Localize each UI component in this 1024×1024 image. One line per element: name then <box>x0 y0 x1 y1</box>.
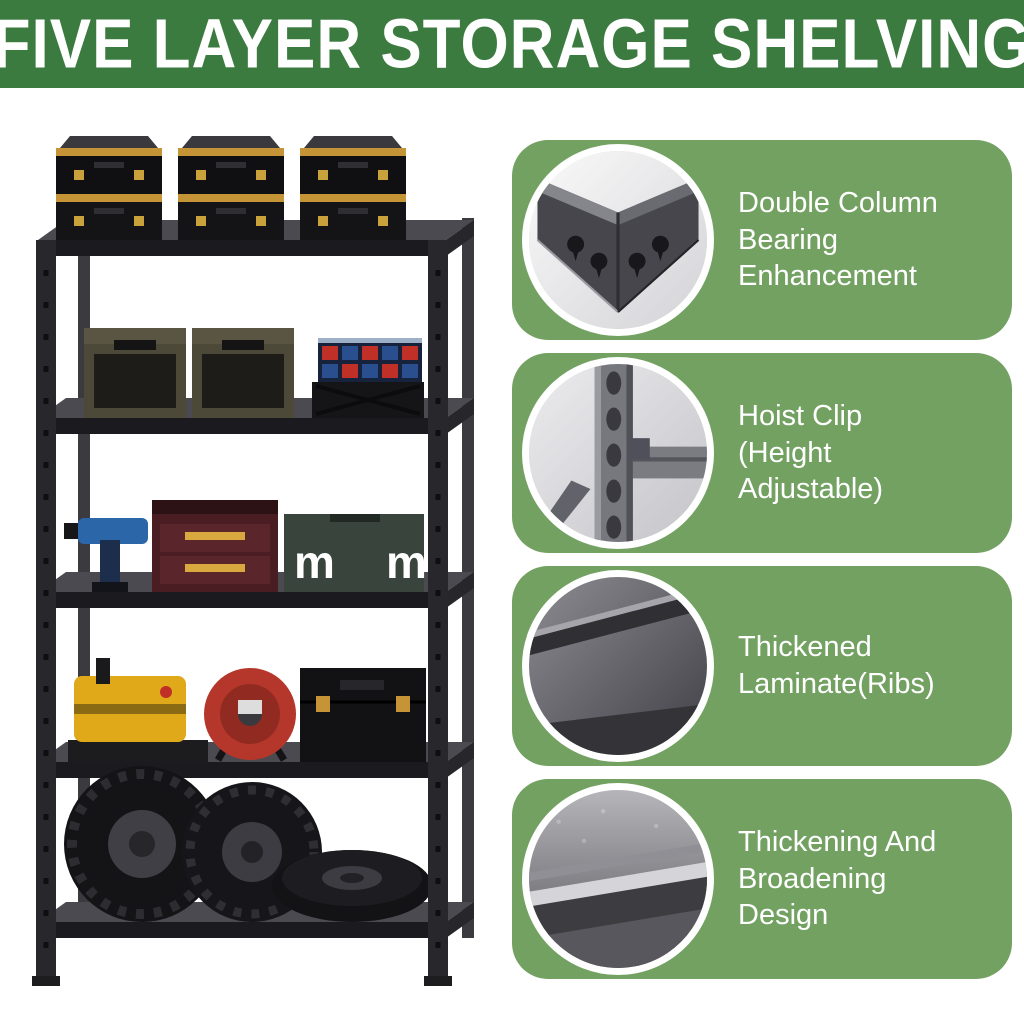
tires <box>64 766 432 922</box>
feature-label-hoist-clip: Hoist Clip (Height Adjustable) <box>738 400 884 506</box>
laminate-panel-icon <box>529 577 707 755</box>
corner-bracket-icon <box>529 151 707 329</box>
feature-card-double-column: Double Column Bearing Enhancement <box>512 140 1012 340</box>
shelving-unit-photo: m m <box>0 100 510 1020</box>
shelving-unit-illustration: m m <box>32 136 474 986</box>
feature-card-thickened-laminate: Thickened Laminate(Ribs) <box>512 566 1012 766</box>
banner: FIVE LAYER STORAGE SHELVING <box>0 0 1024 88</box>
feature-list: Double Column Bearing Enhancement <box>512 140 1012 979</box>
feature-card-hoist-clip: Hoist Clip (Height Adjustable) <box>512 353 1012 553</box>
stacked-toolboxes <box>56 136 406 240</box>
beam-edge-photo <box>522 783 714 975</box>
banner-title: FIVE LAYER STORAGE SHELVING <box>0 5 1024 83</box>
machines-shelf <box>68 658 426 762</box>
hoist-clip-photo <box>522 357 714 549</box>
feature-label-double-column: Double Column Bearing Enhancement <box>738 187 938 293</box>
corner-bracket-photo <box>522 144 714 336</box>
power-tools-shelf: m m <box>64 500 427 592</box>
svg-text:m: m <box>386 536 427 588</box>
hoist-clip-icon <box>529 364 707 542</box>
beam-edge-icon <box>529 790 707 968</box>
tool-cases <box>84 328 424 418</box>
feature-card-thickening-broadening: Thickening And Broadening Design <box>512 779 1012 979</box>
feature-label-thickening-broadening: Thickening And Broadening Design <box>738 826 937 932</box>
svg-text:m: m <box>294 536 335 588</box>
laminate-panel-photo <box>522 570 714 762</box>
feature-label-thickened-laminate: Thickened Laminate(Ribs) <box>738 631 935 700</box>
